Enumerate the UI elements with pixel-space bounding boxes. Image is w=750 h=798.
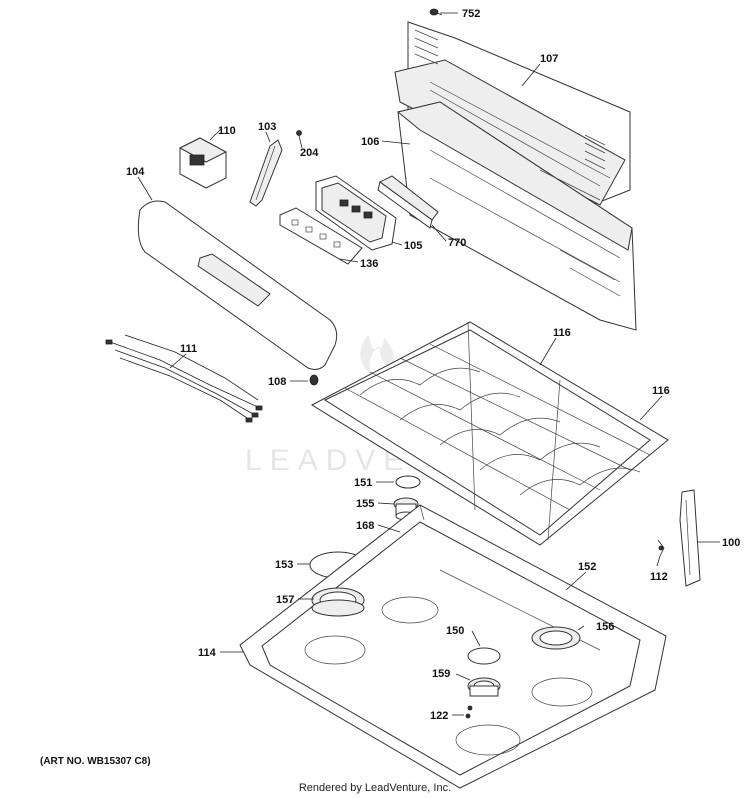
callout-110: 110 (218, 125, 236, 137)
part-156-burner[interactable] (531, 626, 581, 650)
part-159-burner[interactable] (467, 677, 501, 697)
part-122-screws[interactable] (465, 705, 473, 719)
callout-107: 107 (540, 53, 558, 65)
callout-770: 770 (448, 237, 466, 249)
footer-credit: Rendered by LeadVenture, Inc. (298, 782, 452, 794)
callout-153: 153 (275, 559, 293, 571)
callout-752: 752 (462, 8, 480, 20)
callout-159: 159 (432, 668, 450, 680)
part-105-control-board[interactable] (315, 175, 397, 251)
part-136-overlay[interactable] (279, 207, 363, 265)
callout-114: 114 (198, 647, 217, 659)
callout-116-right: 116 (652, 385, 670, 397)
part-770-bracket[interactable] (377, 175, 439, 229)
callout-108: 108 (268, 376, 286, 388)
callout-103: 103 (258, 121, 276, 133)
part-752-screw[interactable] (429, 8, 443, 16)
callout-204: 204 (300, 147, 319, 159)
callout-168: 168 (356, 520, 374, 532)
callout-112: 112 (650, 571, 668, 583)
callout-136: 136 (360, 258, 378, 270)
callout-104: 104 (126, 166, 145, 178)
callout-150: 150 (446, 625, 464, 637)
callout-157: 157 (276, 594, 294, 606)
part-204-screw[interactable] (296, 130, 302, 141)
callout-122: 122 (430, 710, 448, 722)
part-108-knob[interactable] (309, 374, 319, 386)
part-116-grates[interactable] (310, 321, 669, 546)
part-114-cooktop[interactable] (239, 504, 667, 789)
callout-111: 111 (180, 343, 197, 355)
part-157-burner[interactable] (311, 587, 365, 617)
part-107-backguard-panel[interactable] (394, 21, 631, 206)
part-100-side-trim[interactable] (679, 489, 701, 587)
callout-labels: 752 107 110 103 204 106 104 105 770 136 … (126, 8, 740, 722)
part-104-control-panel[interactable] (137, 200, 338, 370)
part-150-burner-cap[interactable] (467, 647, 501, 665)
callout-152: 152 (578, 561, 596, 573)
part-111-wire-harness[interactable] (105, 334, 263, 423)
part-103-bracket[interactable] (249, 139, 283, 207)
callout-155: 155 (356, 498, 374, 510)
leader-lines (137, 12, 720, 716)
callout-105: 105 (404, 240, 422, 252)
callout-106: 106 (361, 136, 379, 148)
part-112-clip[interactable] (657, 539, 665, 557)
art-number: (ART NO. WB15307 C8) (40, 756, 151, 767)
part-106-back-panel[interactable] (396, 101, 637, 331)
part-110-module[interactable] (178, 137, 228, 189)
callout-156: 156 (596, 621, 614, 633)
callout-151: 151 (354, 477, 372, 489)
part-151-burner-cap[interactable] (395, 475, 421, 489)
callout-100: 100 (722, 537, 740, 549)
callout-116-top: 116 (553, 327, 571, 339)
